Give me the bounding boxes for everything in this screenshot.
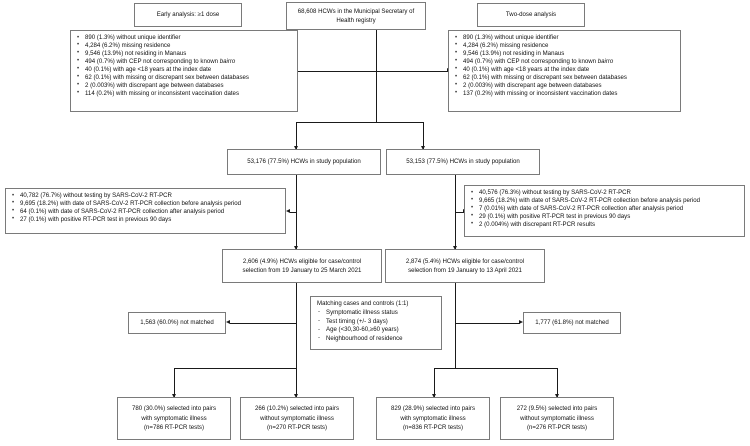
left-not-matched-text: 1,563 (60.0%) not matched	[140, 319, 214, 327]
connector-left-bottom-split	[174, 368, 297, 369]
list-item: Neighbourhood of residence	[316, 335, 436, 342]
left-study-population-text: 53,176 (77.5%) HCWs in study population	[247, 158, 361, 166]
list-item: 494 (0.7%) with CEP not corresponding to…	[454, 58, 674, 65]
list-item: 40,576 (76.3%) without testing by SARS-C…	[470, 189, 738, 196]
right-not-matched-box: 1,777 (61.8%) not matched	[523, 312, 621, 334]
connector-right-exclusions-2	[456, 212, 464, 213]
connector-left-exclusions-2	[290, 212, 297, 213]
left-eligible-box: 2,606 (4.9%) HCWs eligible for case/cont…	[222, 249, 382, 283]
right-not-matched-text: 1,777 (61.8%) not matched	[535, 319, 609, 327]
list-item: 9,546 (13.9%) not residing in Manaus	[454, 50, 674, 57]
list-item: 9,665 (18.2%) with date of SARS-CoV-2 RT…	[470, 197, 738, 204]
connector-right-bottom-split	[434, 368, 558, 369]
connector-trunk-left	[296, 122, 297, 149]
left-study-population-box: 53,176 (77.5%) HCWs in study population	[227, 149, 381, 175]
list-item: 114 (0.2%) with missing or inconsistent …	[76, 90, 291, 97]
arrowhead-left-notmatched	[226, 320, 230, 325]
list-item: 27 (0.1%) with positive RT-PCR test in p…	[11, 216, 279, 223]
list-item: 137 (0.2%) with missing or inconsistent …	[454, 90, 674, 97]
connector-left-exclusions-1	[298, 71, 376, 72]
left-exclusions-2-box: 40,782 (76.7%) without testing by SARS-C…	[5, 188, 286, 234]
connector-left-notmatched	[230, 323, 296, 324]
arm-label-two-dose-text: Two-dose analysis	[505, 11, 557, 19]
connector-right-notmatched	[455, 323, 520, 324]
matching-criteria-title: Matching cases and controls (1:1)	[317, 300, 409, 307]
right-eligible-box: 2,874 (5.4%) HCWs eligible for case/cont…	[385, 249, 545, 283]
matching-criteria-list: Symptomatic illness status Test timing (…	[316, 309, 436, 342]
list-item: 2 (0.003%) with discrepant age between d…	[76, 82, 291, 89]
connector-right-exclusions-1	[376, 71, 448, 72]
list-item: 890 (1.3%) without unique identifier	[454, 34, 674, 41]
registry-total-box: 68,608 HCWs in the Municipal Secretary o…	[286, 2, 426, 30]
left-outcome-asymptomatic-text: 266 (10.2%) selected into pairs without …	[254, 405, 339, 432]
connector-right-eligible-down	[455, 283, 456, 368]
left-exclusions-1-box: 890 (1.3%) without unique identifier 4,2…	[70, 30, 298, 112]
list-item: Symptomatic illness status	[316, 309, 436, 316]
connector-left-branch-b	[296, 368, 297, 397]
right-exclusions-1-list: 890 (1.3%) without unique identifier 4,2…	[454, 34, 674, 97]
arrowhead-right-eligible	[452, 246, 457, 250]
list-item: 64 (0.1%) with date of SARS-CoV-2 RT-PCR…	[11, 208, 279, 215]
right-outcome-symptomatic-box: 829 (28.9%) selected into pairs with sym…	[376, 397, 490, 440]
list-item: 4,284 (6.2%) missing residence	[76, 42, 291, 49]
right-outcome-asymptomatic-box: 272 (9.5%) selected into pairs without s…	[500, 397, 614, 440]
list-item: 494 (0.7%) with CEP not corresponding to…	[76, 58, 291, 65]
left-outcome-symptomatic-text: 780 (30.0%) selected into pairs with sym…	[131, 405, 216, 432]
list-item: 40 (0.1%) with age <18 years at the inde…	[76, 66, 291, 73]
connector-trunk-right	[423, 122, 424, 149]
right-exclusions-2-list: 40,576 (76.3%) without testing by SARS-C…	[470, 189, 738, 228]
arrowhead-right-studypop	[420, 146, 425, 150]
right-exclusions-2-box: 40,576 (76.3%) without testing by SARS-C…	[464, 185, 745, 237]
list-item: 62 (0.1%) with missing or discrepant sex…	[454, 74, 674, 81]
registry-total-text: 68,608 HCWs in the Municipal Secretary o…	[297, 7, 415, 24]
connector-split-top	[296, 122, 424, 123]
list-item: 4,284 (6.2%) missing residence	[454, 42, 674, 49]
arm-label-two-dose: Two-dose analysis	[477, 3, 585, 27]
right-outcome-symptomatic-text: 829 (28.9%) selected into pairs with sym…	[390, 405, 475, 432]
list-item: 9,695 (18.2%) with date of SARS-CoV-2 RT…	[11, 200, 279, 207]
matching-criteria-box: Matching cases and controls (1:1) Sympto…	[310, 296, 442, 350]
right-exclusions-1-box: 890 (1.3%) without unique identifier 4,2…	[448, 30, 681, 112]
arrowhead-left-exclusions-2	[286, 209, 290, 214]
arrowhead-left-studypop	[293, 146, 298, 150]
connector-left-eligible-down	[296, 283, 297, 368]
arm-label-early-analysis-text: Early analysis: ≥1 dose	[156, 11, 220, 19]
arrowhead-right-outcome-symptomatic	[431, 394, 436, 398]
connector-right-branch-a	[434, 368, 435, 397]
left-not-matched-box: 1,563 (60.0%) not matched	[128, 312, 226, 334]
right-study-population-box: 53,153 (77.5%) HCWs in study population	[386, 149, 540, 175]
left-outcome-symptomatic-box: 780 (30.0%) selected into pairs with sym…	[117, 397, 231, 440]
connector-right-pop-to-eligible	[455, 175, 456, 249]
connector-left-branch-a	[174, 368, 175, 397]
list-item: 890 (1.3%) without unique identifier	[76, 34, 291, 41]
right-outcome-asymptomatic-text: 272 (9.5%) selected into pairs without s…	[516, 405, 598, 432]
right-study-population-text: 53,153 (77.5%) HCWs in study population	[406, 158, 520, 166]
list-item: 40 (0.1%) with age <18 years at the inde…	[454, 66, 674, 73]
arrowhead-right-notmatched	[519, 320, 523, 325]
right-eligible-text: 2,874 (5.4%) HCWs eligible for case/cont…	[405, 257, 525, 274]
list-item: 2 (0.003%) with discrepant age between d…	[454, 82, 674, 89]
arrowhead-left-outcome-asymptomatic	[293, 394, 298, 398]
left-eligible-text: 2,606 (4.9%) HCWs eligible for case/cont…	[242, 257, 362, 274]
list-item: 7 (0.01%) with date of SARS-CoV-2 RT-PCR…	[470, 205, 738, 212]
list-item: 2 (0.004%) with discrepant RT-PCR result…	[470, 221, 738, 228]
list-item: Age (<30,30-60,≥60 years)	[316, 326, 436, 333]
arrowhead-left-eligible	[293, 246, 298, 250]
list-item: 62 (0.1%) with missing or discrepant sex…	[76, 74, 291, 81]
connector-trunk-main	[376, 30, 377, 122]
list-item: Test timing (+/- 3 days)	[316, 318, 436, 325]
left-outcome-asymptomatic-box: 266 (10.2%) selected into pairs without …	[240, 397, 354, 440]
arm-label-early-analysis: Early analysis: ≥1 dose	[134, 3, 242, 27]
left-exclusions-2-list: 40,782 (76.7%) without testing by SARS-C…	[11, 192, 279, 223]
connector-right-branch-b	[557, 368, 558, 397]
list-item: 40,782 (76.7%) without testing by SARS-C…	[11, 192, 279, 199]
arrowhead-right-outcome-asymptomatic	[554, 394, 559, 398]
left-exclusions-1-list: 890 (1.3%) without unique identifier 4,2…	[76, 34, 291, 97]
list-item: 29 (0.1%) with positive RT-PCR test in p…	[470, 213, 738, 220]
arrowhead-left-outcome-symptomatic	[171, 394, 176, 398]
list-item: 9,546 (13.9%) not residing in Manaus	[76, 50, 291, 57]
